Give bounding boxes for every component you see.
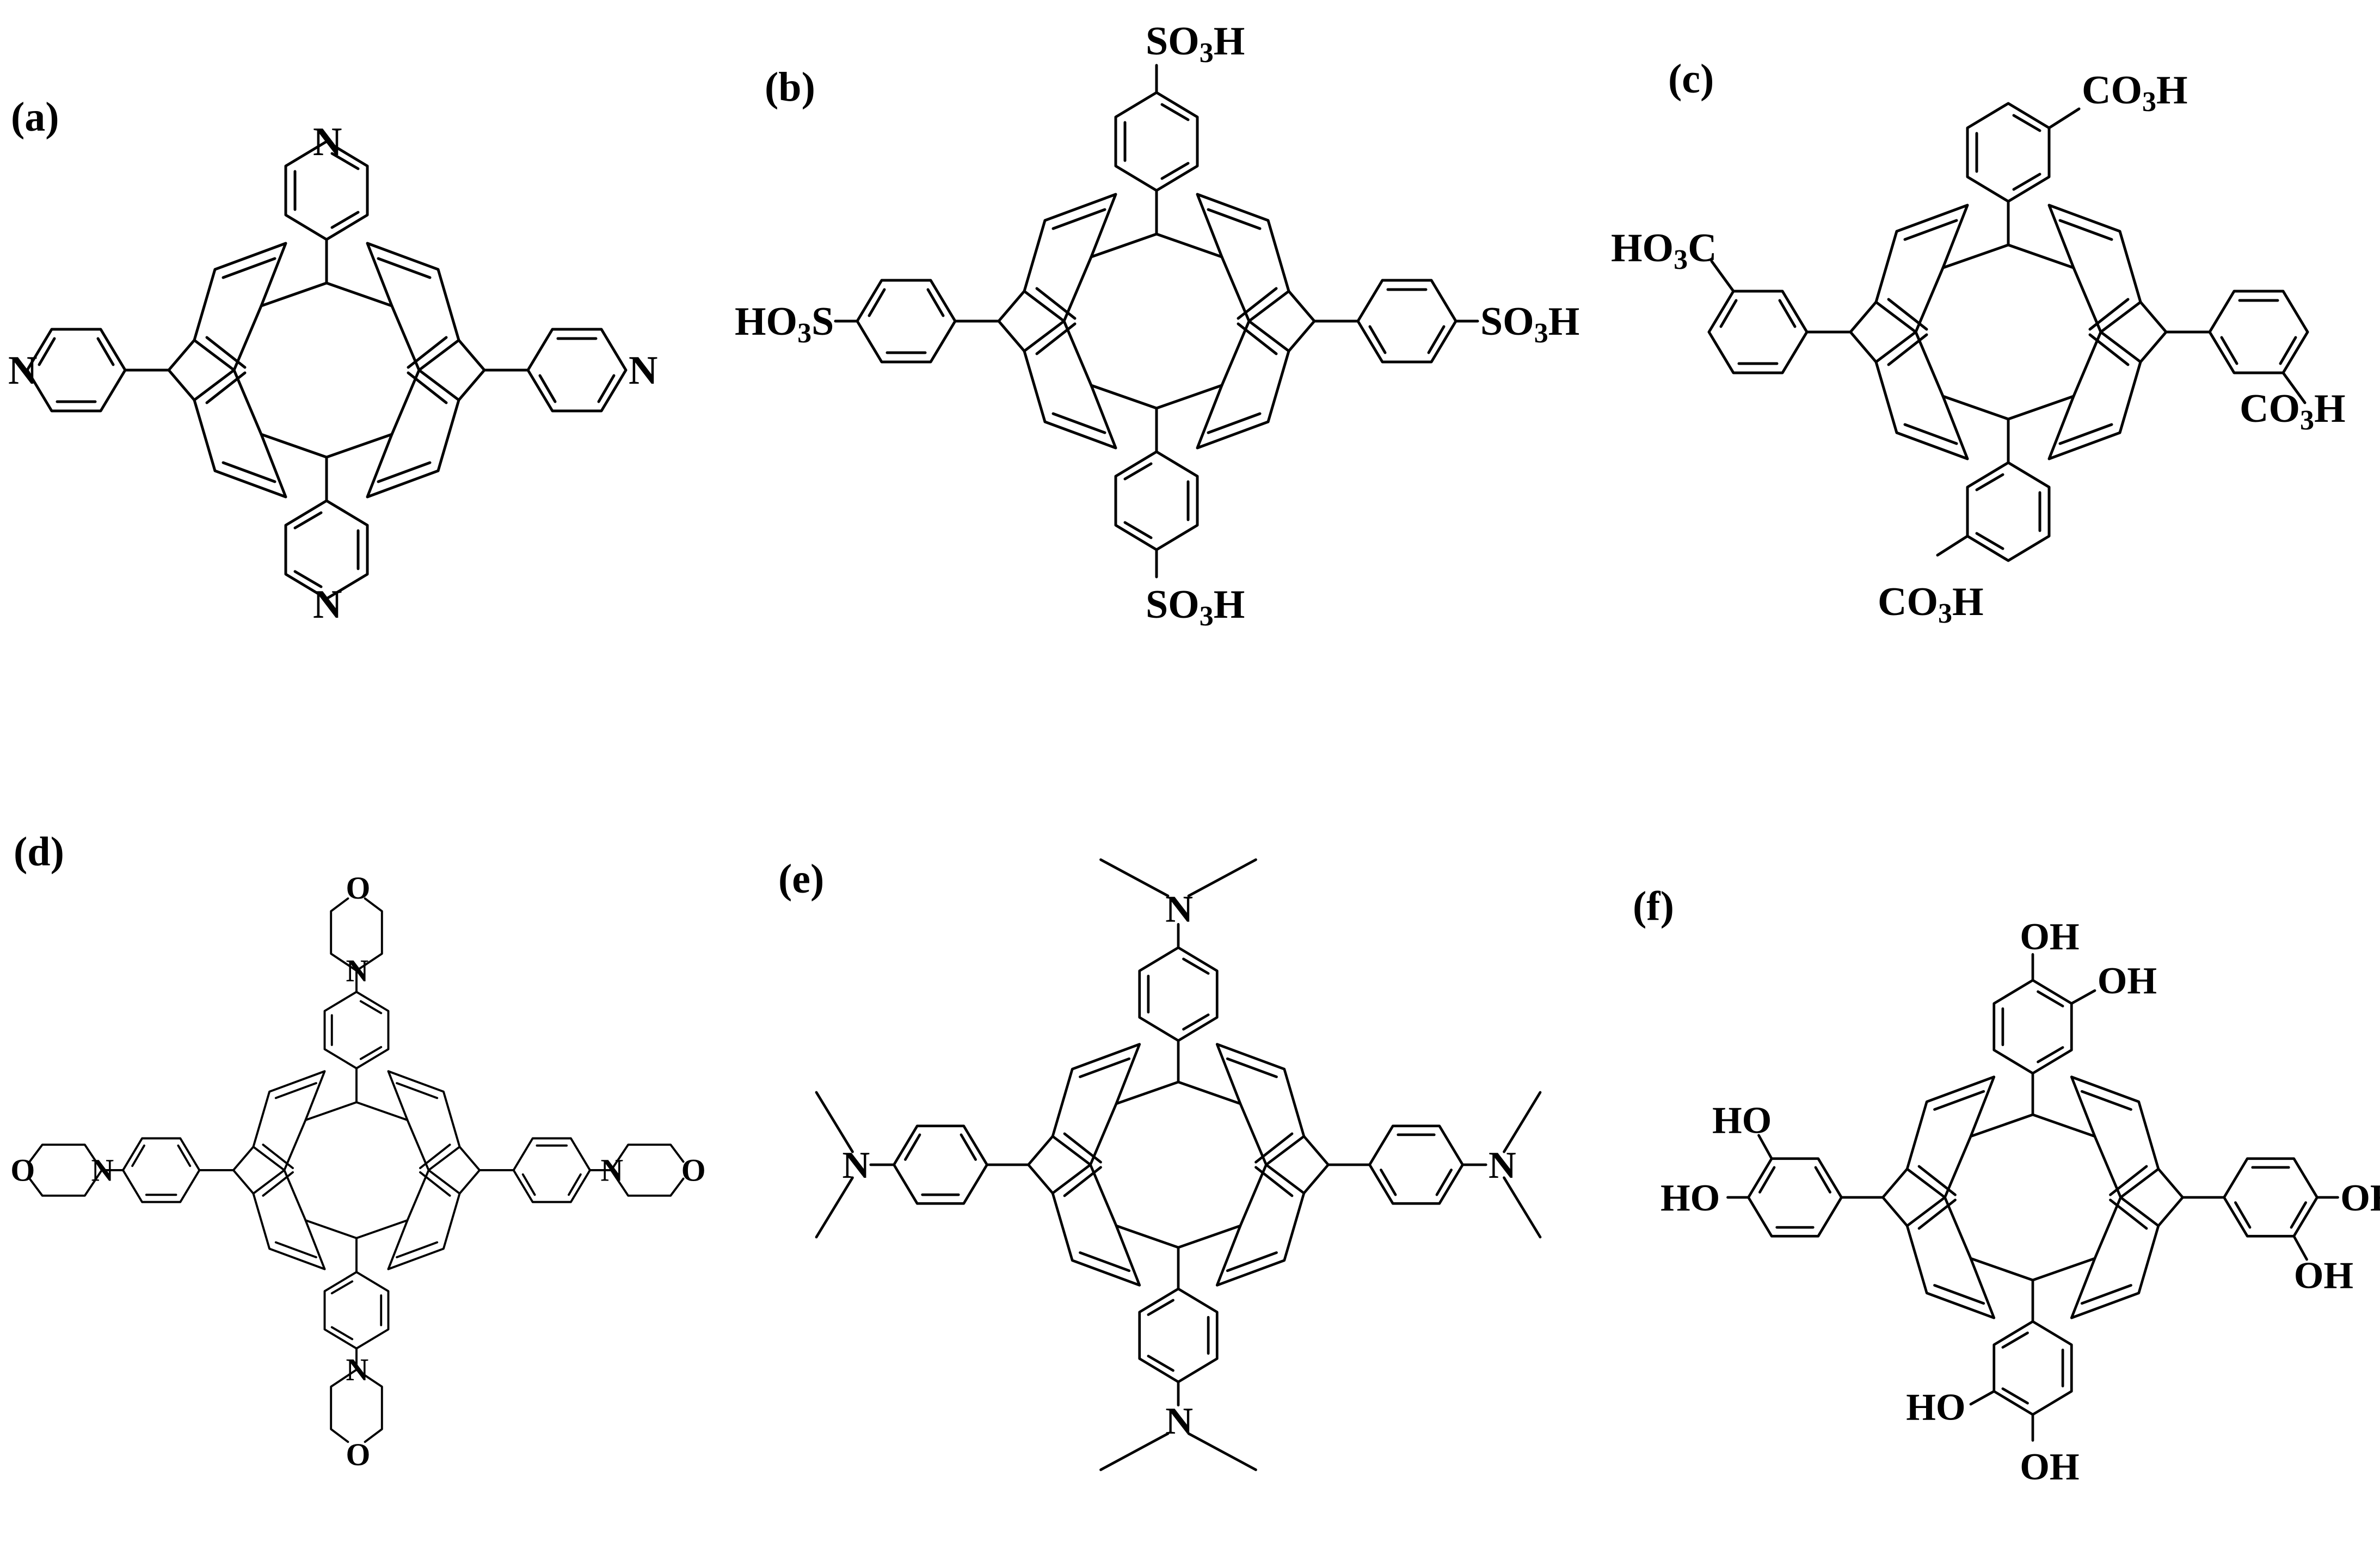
group-ho3s-left: HO3S [735, 299, 834, 349]
group-ho-bottom-2: HO [1906, 1386, 1965, 1429]
group-oh-right-2: OH [2294, 1254, 2353, 1296]
atom-n-top: N [1165, 888, 1193, 931]
molecule-c: CO3H CO3H HO3C CO3H [1611, 68, 2346, 629]
atom-n-bottom: N [346, 1353, 369, 1387]
group-oh-bottom-1: OH [2020, 1446, 2079, 1488]
atom-n-bottom: N [313, 582, 342, 627]
molecule-a: N N N N [8, 120, 657, 627]
group-co3h-right: CO3H [2240, 386, 2346, 436]
group-so3h-top: SO3H [1146, 19, 1245, 69]
atom-n-right: N [601, 1154, 624, 1188]
group-oh-top-1: OH [2020, 915, 2079, 958]
group-so3h-bottom: SO3H [1146, 582, 1245, 632]
group-co3h-top: CO3H [2082, 68, 2188, 118]
atom-o-left: O [10, 1154, 35, 1188]
panel-label-e: (e) [778, 856, 824, 902]
atom-n-top: N [313, 120, 342, 164]
group-so3h-right: SO3H [1480, 299, 1579, 349]
group-co3h-bottom: CO3H [1878, 580, 1984, 629]
atom-n-bottom: N [1165, 1400, 1193, 1442]
molecule-e: N N N N [815, 858, 1542, 1471]
panel-label-c: (c) [1668, 56, 1714, 102]
group-ho-left-2: HO [1661, 1177, 1720, 1219]
group-ho3c-left: HO3C [1611, 226, 1717, 275]
atom-n-right: N [1489, 1144, 1516, 1187]
atom-o-top: O [346, 871, 371, 906]
group-oh-right-1: OH [2340, 1177, 2380, 1219]
panel-label-a: (a) [11, 94, 59, 140]
atom-n-left: N [91, 1154, 114, 1188]
molecule-b: SO3H SO3H HO3S SO3H [735, 19, 1579, 632]
molecule-d: O N O N O N O N [10, 871, 705, 1472]
atom-o-bottom: O [346, 1438, 371, 1472]
atom-n-top: N [346, 954, 369, 988]
panel-label-f: (f) [1633, 883, 1674, 929]
panel-label-b: (b) [765, 64, 815, 110]
molecule-f: OH OH OH HO HO HO OH OH [1661, 915, 2380, 1488]
group-oh-top-2: OH [2098, 960, 2157, 1002]
panel-label-d: (d) [14, 829, 64, 875]
atom-n-right: N [629, 348, 657, 393]
atom-n-left: N [8, 348, 37, 393]
group-ho-left-1: HO [1712, 1099, 1772, 1141]
atom-o-right: O [681, 1154, 706, 1188]
atom-n-left: N [842, 1144, 870, 1187]
